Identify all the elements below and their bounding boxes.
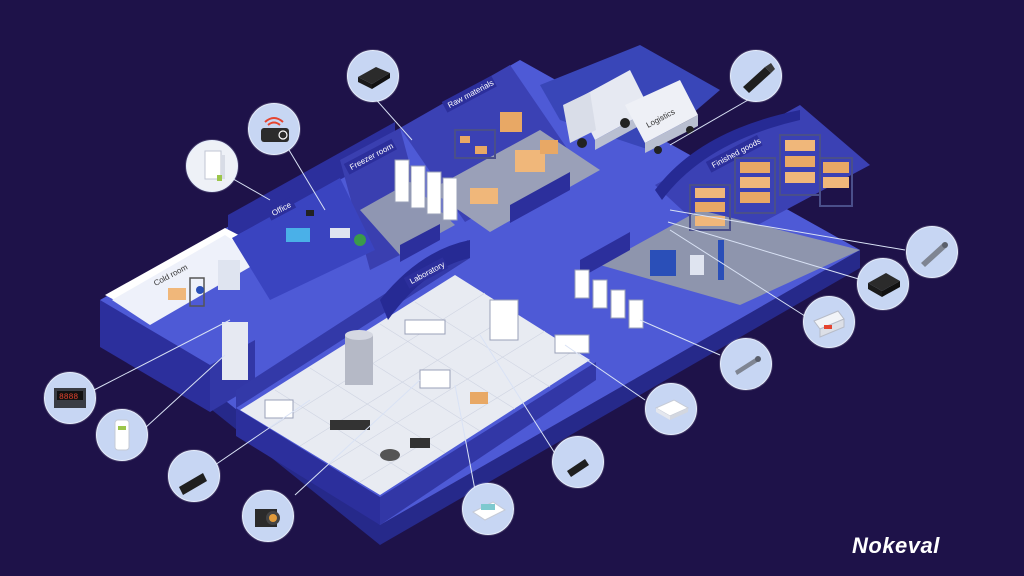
office-desks	[286, 210, 366, 246]
lab-front-wall	[236, 408, 380, 525]
callout-probe-sensor-mid[interactable]	[720, 338, 772, 390]
black-sensor-box-icon	[358, 67, 390, 89]
raw-materials-floor	[430, 130, 600, 232]
callout-wall-transmitter[interactable]	[186, 140, 238, 192]
brand-logo: Nokeval	[852, 533, 940, 558]
white-sensor-box-icon	[654, 399, 690, 420]
partition-wall-2	[580, 232, 630, 278]
camera-sensor-icon	[255, 509, 280, 527]
connector-lines	[93, 94, 906, 496]
callout-black-sensor-box-right[interactable]	[857, 258, 909, 310]
callout-wall-sensor[interactable]	[96, 409, 148, 461]
black-sensor-box-icon	[868, 273, 900, 297]
callout-black-sensor-box[interactable]	[347, 50, 399, 102]
callout-white-sensor-box[interactable]	[645, 383, 697, 435]
wireless-display-icon	[261, 117, 289, 142]
din-rail-module-icon	[813, 310, 845, 338]
lab-equipment	[264, 269, 644, 461]
freezer-units	[394, 159, 458, 221]
usb-logger-icon	[567, 459, 589, 477]
truck-2	[625, 80, 698, 154]
partition-wall-3	[400, 224, 440, 262]
callout-camera-sensor[interactable]	[242, 490, 294, 542]
finished-goods-curved-wall	[655, 110, 800, 200]
probe-sensor-icon	[735, 356, 761, 375]
callout-scale-display[interactable]	[462, 483, 514, 535]
finished-goods-shelves	[689, 134, 853, 231]
probe-sensor-icon	[921, 242, 948, 267]
scale-display-icon	[472, 501, 506, 521]
wall-transmitter-icon	[204, 150, 225, 181]
cold-room-door	[222, 322, 248, 380]
callout-wireless-display[interactable]	[248, 103, 300, 155]
usb-logger-icon	[179, 473, 207, 495]
lab-right-wall	[380, 362, 596, 525]
cold-room-front-wall	[100, 300, 210, 412]
cold-room-floor	[112, 235, 262, 325]
warehouse-machinery	[650, 240, 724, 280]
callout-usb-logger-top[interactable]	[730, 50, 782, 102]
callout-din-rail-module[interactable]	[803, 296, 855, 348]
callout-usb-logger-lab[interactable]	[552, 436, 604, 488]
wall-sensor-icon	[114, 419, 130, 451]
callout-panel-meter[interactable]: 8888	[44, 372, 96, 424]
callout-usb-logger-bottom[interactable]	[168, 450, 220, 502]
cold-room-shelves	[168, 260, 240, 307]
partition-wall-1	[510, 172, 570, 223]
finished-goods-floor	[600, 210, 860, 305]
usb-logger-icon	[743, 63, 775, 93]
svg-text:8888: 8888	[59, 393, 78, 402]
raw-materials-shelves	[454, 112, 558, 204]
callout-probe-sensor-right[interactable]	[906, 226, 958, 278]
floor-slab-side	[100, 250, 860, 545]
panel-meter-icon: 8888	[54, 388, 86, 408]
